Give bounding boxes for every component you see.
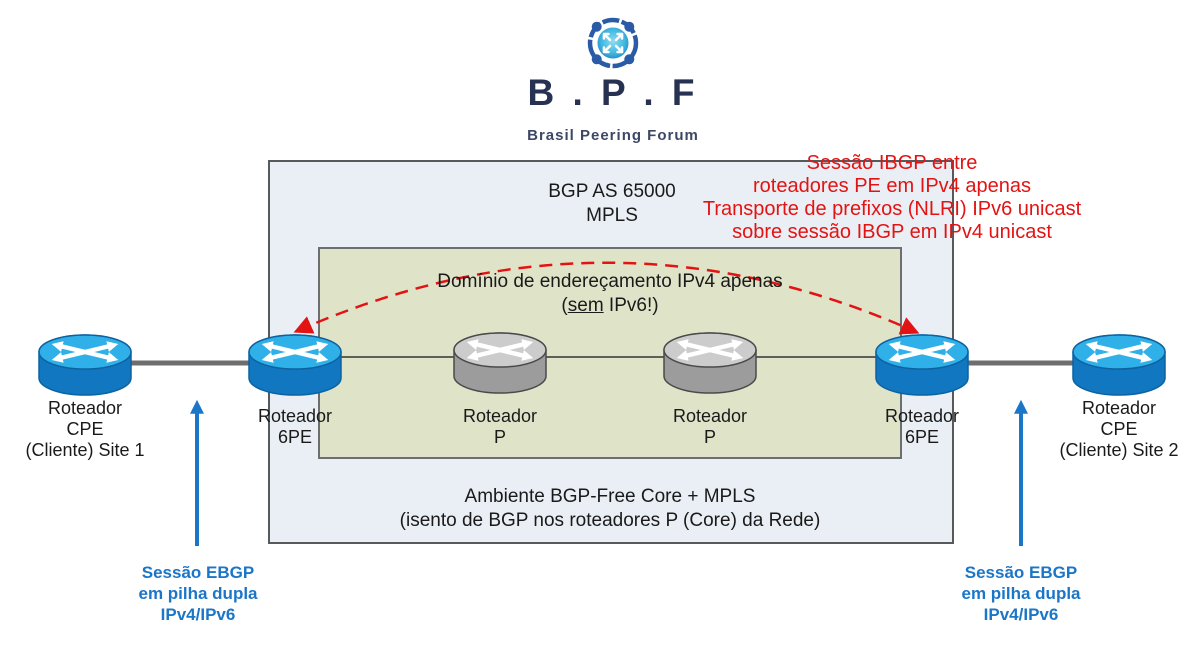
router-label-cpe-site2: Roteador CPE (Cliente) Site 2: [1059, 398, 1179, 460]
expand-arrows-icon: [602, 32, 624, 54]
bgp-free-core-note: Ambiente BGP-Free Core + MPLS (isento de…: [360, 485, 860, 533]
ibgp-note-line: sobre sessão IBGP em IPv4 unicast: [732, 221, 1052, 243]
ibgp-note-line: Sessão IBGP entre: [806, 152, 978, 174]
ebgp-note-left: Sessão EBGP em pilha dupla IPv4/IPv6: [138, 563, 258, 624]
router-icon-cpe-site2: [1073, 335, 1165, 395]
router-label-p1: Roteador P: [462, 406, 538, 447]
router-icon-pe-right: [876, 335, 968, 395]
bpf-logo-icon: [587, 17, 639, 69]
footer-line: Ambiente BGP-Free Core + MPLS: [464, 486, 756, 507]
router-icon-p2: [664, 333, 756, 393]
ibgp-session-note: Sessão IBGP entre roteadores PE em IPv4 …: [698, 152, 1086, 244]
router-label-cpe-site1: Roteador CPE (Cliente) Site 1: [25, 398, 145, 460]
router-icon-cpe-site1: [39, 335, 131, 395]
as-mpls: MPLS: [586, 205, 638, 226]
router-label-pe-right: Roteador 6PE: [884, 406, 960, 447]
ipv4-domain-box: [318, 247, 902, 459]
as-box-title: BGP AS 65000 MPLS: [462, 180, 762, 228]
sem-underlined: sem: [567, 295, 604, 316]
domain-line2: (sem IPv6!): [561, 295, 659, 316]
ibgp-session-arc: [293, 261, 920, 335]
ibgp-note-line: Transporte de prefixos (NLRI) IPv6 unica…: [702, 198, 1082, 220]
router-label-p2: Roteador P: [672, 406, 748, 447]
ibgp-note-line: roteadores PE em IPv4 apenas: [753, 175, 1031, 197]
footer-line: (isento de BGP nos roteadores P (Core) d…: [399, 510, 821, 531]
as-name: BGP AS 65000: [548, 181, 676, 202]
logo-title: B . P . F: [527, 72, 699, 113]
ipv4-domain-title: Domínio de endereçamento IPv4 apenas (se…: [360, 270, 860, 318]
router-label-pe-left: Roteador 6PE: [257, 406, 333, 447]
domain-line1: Domínio de endereçamento IPv4 apenas: [437, 271, 783, 292]
ebgp-note-right: Sessão EBGP em pilha dupla IPv4/IPv6: [961, 563, 1081, 624]
router-icon-pe-left: [249, 335, 341, 395]
router-icon-p1: [454, 333, 546, 393]
logo-subtitle: Brasil Peering Forum: [527, 127, 699, 144]
